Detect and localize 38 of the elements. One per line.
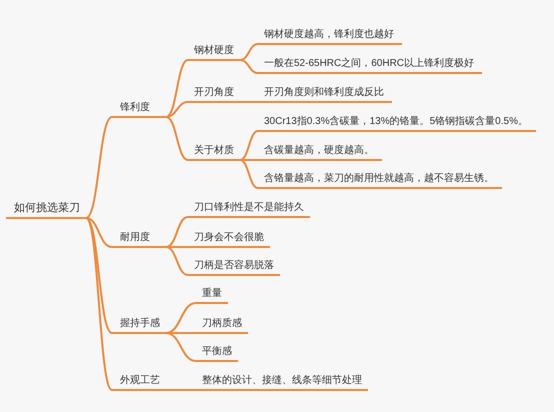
connector-line — [165, 246, 189, 248]
detail-topic: 30Cr13指0.3%含碳量，13%的铬量。5铬钢指碳含量0.5%。 — [258, 115, 536, 132]
connector-line — [165, 216, 189, 248]
subtopic: 刀口锋利性是不是能持久 — [188, 201, 310, 218]
subtopic: 平衡感 — [196, 345, 238, 362]
connector-line — [239, 159, 259, 189]
connector-line — [239, 43, 259, 61]
subtopic: 刀柄质感 — [196, 317, 248, 334]
detail-topic: 一般在52-65HRC之间，60HRC以上锋利度极好 — [258, 57, 482, 74]
detail-topic: 钢材硬度越高，锋利度也越好 — [258, 28, 402, 45]
main-topic: 耐用度 — [112, 231, 166, 248]
connector-line — [85, 116, 113, 219]
subtopic: 刀身会不会很脆 — [188, 231, 270, 248]
subtopic: 钢材硬度 — [188, 44, 240, 61]
subtopic: 关于材质 — [188, 144, 240, 161]
detail-topic: 开刃角度则和锋利度成反比 — [258, 86, 392, 103]
connector-line — [85, 217, 113, 391]
detail-topic: 含铬量越高，菜刀的耐用性就越高，越不容易生锈。 — [258, 172, 502, 189]
subtopic: 重量 — [196, 287, 228, 304]
central-topic: 如何挑选菜刀 — [6, 201, 86, 219]
connector-line — [239, 101, 259, 103]
connector-line — [165, 389, 197, 391]
connector-line — [165, 246, 189, 276]
connector-line — [85, 217, 113, 248]
main-topic: 外观工艺 — [112, 374, 166, 391]
subtopic: 开刃角度 — [188, 86, 240, 103]
connector-line — [165, 116, 189, 161]
connector-line — [165, 101, 189, 118]
subtopic: 整体的设计、接缝、线条等细节处理 — [196, 374, 368, 391]
detail-topic: 含碳量越高，硬度越高。 — [258, 144, 382, 161]
subtopic: 刀柄是否容易脱落 — [188, 259, 280, 276]
main-topic: 锋利度 — [112, 101, 166, 118]
connector-line — [165, 302, 197, 334]
connector-line — [239, 130, 259, 161]
connector-line — [165, 332, 197, 362]
connector-line — [239, 59, 259, 74]
main-topic: 握持手感 — [112, 317, 166, 334]
connector-line — [165, 59, 189, 118]
